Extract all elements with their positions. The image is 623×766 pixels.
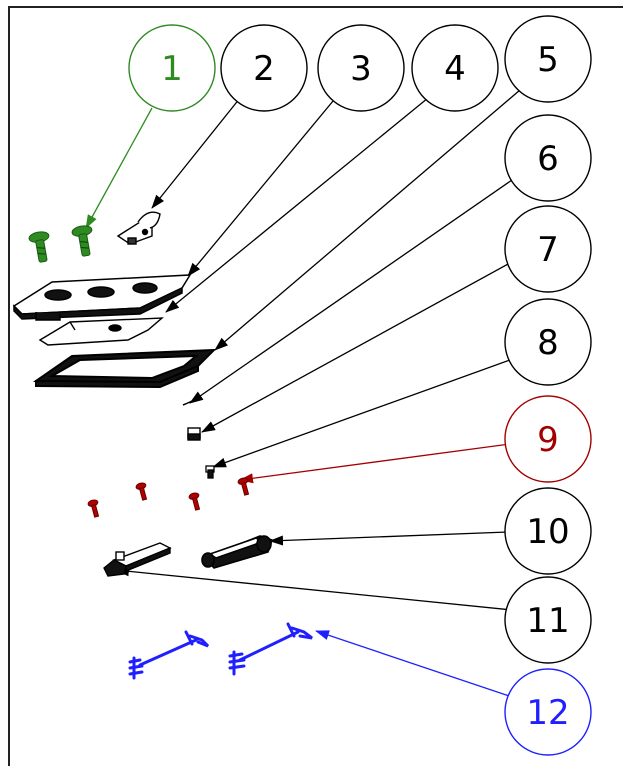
leader-1: [85, 107, 153, 229]
part-3-plate: [12, 274, 192, 321]
leader-5: [214, 89, 521, 351]
leader-3: [187, 94, 339, 277]
balloon-label-10: 10: [526, 512, 569, 552]
balloon-label-4: 4: [444, 49, 466, 89]
balloon-circle-10: [504, 487, 592, 575]
part-4-sheet: [38, 317, 164, 346]
drawing-frame: [8, 6, 623, 766]
balloon-label-11: 11: [526, 601, 569, 641]
leader-6: [189, 179, 513, 404]
leader-8: [212, 359, 511, 468]
part-9-screws: [87, 477, 250, 518]
balloon-labels: 1 2 3 4 5 6 7 8 9 10 11 12: [161, 40, 569, 733]
balloon-label-6: 6: [537, 139, 559, 179]
part-1-screws: [28, 225, 93, 263]
balloon-circle-4: [411, 24, 499, 112]
balloons: [128, 15, 592, 756]
balloon-label-8: 8: [537, 323, 559, 363]
balloon-label-9: 9: [537, 420, 559, 460]
leader-10: [269, 531, 509, 546]
balloon-label-5: 5: [537, 40, 559, 80]
balloon-circle-6: [504, 114, 592, 202]
balloon-circle-9: [504, 395, 592, 483]
leader-7: [201, 262, 511, 433]
part-7-block: [187, 427, 201, 441]
balloon-circle-8: [504, 298, 592, 386]
part-6-wire: [182, 400, 193, 406]
balloon-circle-11: [504, 576, 592, 664]
balloon-label-3: 3: [350, 49, 372, 89]
part-12-arms: [128, 622, 313, 680]
leader-lines: [85, 89, 521, 699]
balloon-label-1: 1: [161, 49, 183, 89]
balloon-circle-1: [128, 24, 216, 112]
balloon-circle-12: [504, 668, 592, 756]
balloon-circle-5: [504, 15, 592, 103]
part-5-bezel: [32, 348, 217, 389]
part-11-bracket: [103, 542, 172, 577]
balloon-circle-7: [504, 205, 592, 293]
part-10-hinge: [201, 535, 274, 569]
leader-9: [239, 443, 511, 484]
leader-4: [165, 97, 429, 313]
balloon-label-12: 12: [526, 693, 569, 733]
balloon-circle-3: [317, 24, 405, 112]
leader-12: [315, 630, 516, 699]
balloon-label-7: 7: [537, 230, 559, 270]
leader-11: [115, 566, 513, 611]
part-8-pin: [205, 465, 215, 479]
leader-2: [151, 97, 241, 209]
balloon-label-2: 2: [253, 49, 275, 89]
balloon-circle-2: [220, 24, 308, 112]
part-2-latch: [116, 211, 161, 245]
